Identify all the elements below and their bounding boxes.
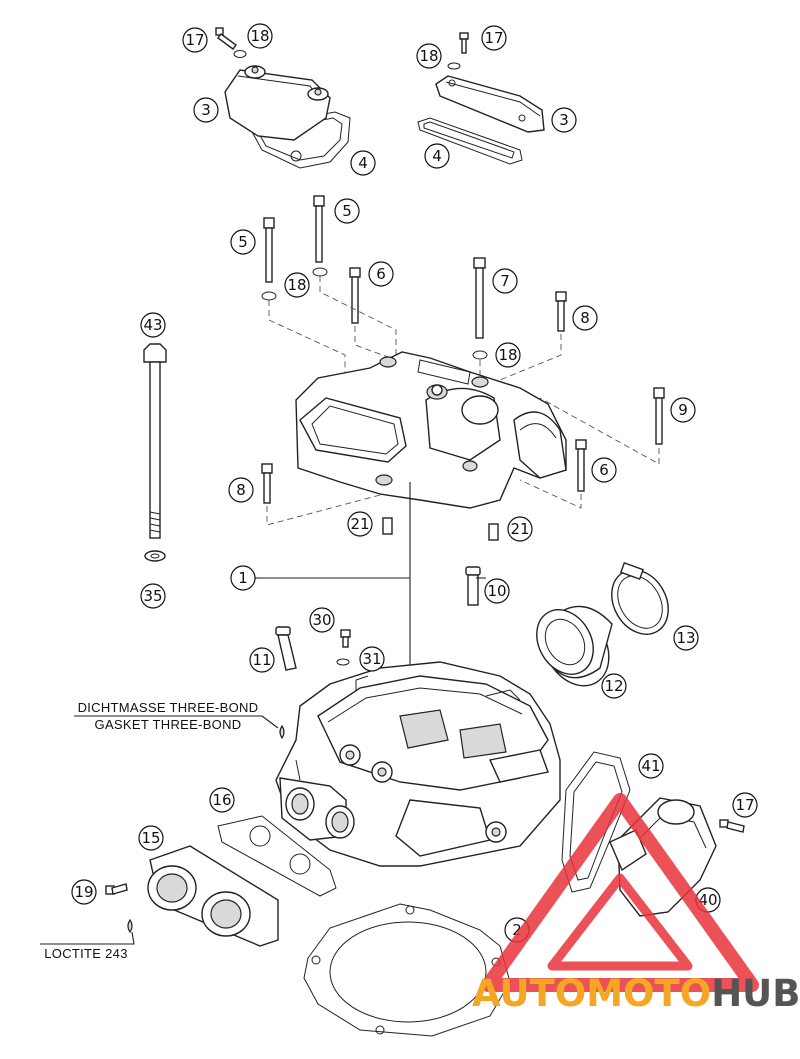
watermark-text: AUTOMOTOHUB bbox=[472, 972, 800, 1015]
callout-18: 18 bbox=[247, 23, 273, 49]
svg-text:8: 8 bbox=[236, 481, 246, 499]
svg-text:5: 5 bbox=[342, 202, 352, 220]
svg-text:3: 3 bbox=[201, 101, 211, 119]
svg-text:31: 31 bbox=[362, 650, 381, 668]
svg-text:43: 43 bbox=[143, 316, 162, 334]
callout-5: 5 bbox=[230, 229, 256, 255]
svg-text:15: 15 bbox=[141, 829, 160, 847]
callout-1: 1 bbox=[230, 565, 256, 591]
svg-text:17: 17 bbox=[484, 29, 503, 47]
callout-16: 16 bbox=[209, 787, 235, 813]
callout-43: 43 bbox=[140, 312, 166, 338]
svg-text:4: 4 bbox=[358, 154, 368, 172]
callout-8: 8 bbox=[572, 305, 598, 331]
svg-text:18: 18 bbox=[419, 47, 438, 65]
callout-21: 21 bbox=[347, 511, 373, 537]
svg-text:40: 40 bbox=[698, 891, 717, 909]
svg-text:16: 16 bbox=[212, 791, 231, 809]
callout-3: 3 bbox=[551, 107, 577, 133]
callout-9: 9 bbox=[670, 397, 696, 423]
svg-text:19: 19 bbox=[74, 883, 93, 901]
callout-17: 17 bbox=[481, 25, 507, 51]
svg-text:18: 18 bbox=[250, 27, 269, 45]
svg-text:41: 41 bbox=[641, 757, 660, 775]
callout-4: 4 bbox=[424, 143, 450, 169]
svg-text:11: 11 bbox=[252, 651, 271, 669]
small-parts bbox=[275, 566, 481, 671]
callout-labels: 17 18 3 4 18 17 3 4 5 5 18 6 7 8 18 43 9… bbox=[71, 23, 758, 943]
sealant-note-en: GASKET THREE-BOND bbox=[95, 717, 242, 732]
callout-7: 7 bbox=[492, 268, 518, 294]
svg-text:17: 17 bbox=[185, 31, 204, 49]
head-gasket bbox=[303, 903, 511, 1037]
svg-text:18: 18 bbox=[498, 346, 517, 364]
svg-text:21: 21 bbox=[510, 520, 529, 538]
callout-35: 35 bbox=[140, 583, 166, 609]
callout-6: 6 bbox=[368, 261, 394, 287]
svg-text:12: 12 bbox=[604, 677, 623, 695]
svg-text:30: 30 bbox=[312, 611, 331, 629]
cylinder-head bbox=[262, 482, 561, 867]
watermark-text-part1: AUTOMOTO bbox=[472, 972, 711, 1015]
svg-text:2: 2 bbox=[512, 921, 522, 939]
callout-12: 12 bbox=[601, 673, 627, 699]
callout-31: 31 bbox=[359, 646, 385, 672]
callout-17: 17 bbox=[182, 27, 208, 53]
callout-18: 18 bbox=[495, 342, 521, 368]
callout-6: 6 bbox=[591, 457, 617, 483]
callout-8: 8 bbox=[228, 477, 254, 503]
callout-19: 19 bbox=[71, 879, 97, 905]
svg-text:7: 7 bbox=[500, 272, 510, 290]
intake-flange-parts bbox=[40, 715, 337, 947]
automotohub-watermark: AUTOMOTOHUB bbox=[472, 793, 800, 1015]
callout-21: 21 bbox=[507, 516, 533, 542]
callout-30: 30 bbox=[309, 607, 335, 633]
svg-text:17: 17 bbox=[735, 796, 754, 814]
svg-text:6: 6 bbox=[376, 265, 386, 283]
sealant-note-de: DICHTMASSE THREE-BOND bbox=[78, 700, 259, 715]
callout-13: 13 bbox=[673, 625, 699, 651]
svg-text:6: 6 bbox=[599, 461, 609, 479]
cylinder-head-bolts bbox=[261, 195, 665, 541]
svg-text:4: 4 bbox=[432, 147, 442, 165]
valve-cover-right bbox=[417, 32, 545, 165]
callout-17: 17 bbox=[732, 792, 758, 818]
svg-text:13: 13 bbox=[676, 629, 695, 647]
svg-text:9: 9 bbox=[678, 401, 688, 419]
callout-18: 18 bbox=[284, 272, 310, 298]
intake-rubber-and-clamp bbox=[536, 561, 669, 687]
assembly-notes: DICHTMASSE THREE-BOND GASKET THREE-BOND … bbox=[44, 700, 258, 961]
callout-4: 4 bbox=[350, 150, 376, 176]
svg-text:21: 21 bbox=[350, 515, 369, 533]
camshaft-carrier bbox=[295, 351, 567, 509]
long-stud-bolt bbox=[143, 343, 167, 562]
svg-text:5: 5 bbox=[238, 233, 248, 251]
svg-text:8: 8 bbox=[580, 309, 590, 327]
valve-cover-left bbox=[215, 27, 351, 169]
svg-text:1: 1 bbox=[238, 569, 248, 587]
callout-18: 18 bbox=[416, 43, 442, 69]
callout-3: 3 bbox=[193, 97, 219, 123]
svg-text:18: 18 bbox=[287, 276, 306, 294]
svg-text:10: 10 bbox=[487, 582, 506, 600]
callout-10: 10 bbox=[484, 578, 510, 604]
watermark-text-part2: HUB bbox=[711, 972, 800, 1015]
callout-15: 15 bbox=[138, 825, 164, 851]
loctite-note: LOCTITE 243 bbox=[44, 946, 128, 961]
callout-11: 11 bbox=[249, 647, 275, 673]
watermark-triangle-logo bbox=[481, 793, 759, 992]
callout-41: 41 bbox=[638, 753, 664, 779]
callout-5: 5 bbox=[334, 198, 360, 224]
svg-text:35: 35 bbox=[143, 587, 162, 605]
svg-text:3: 3 bbox=[559, 111, 569, 129]
